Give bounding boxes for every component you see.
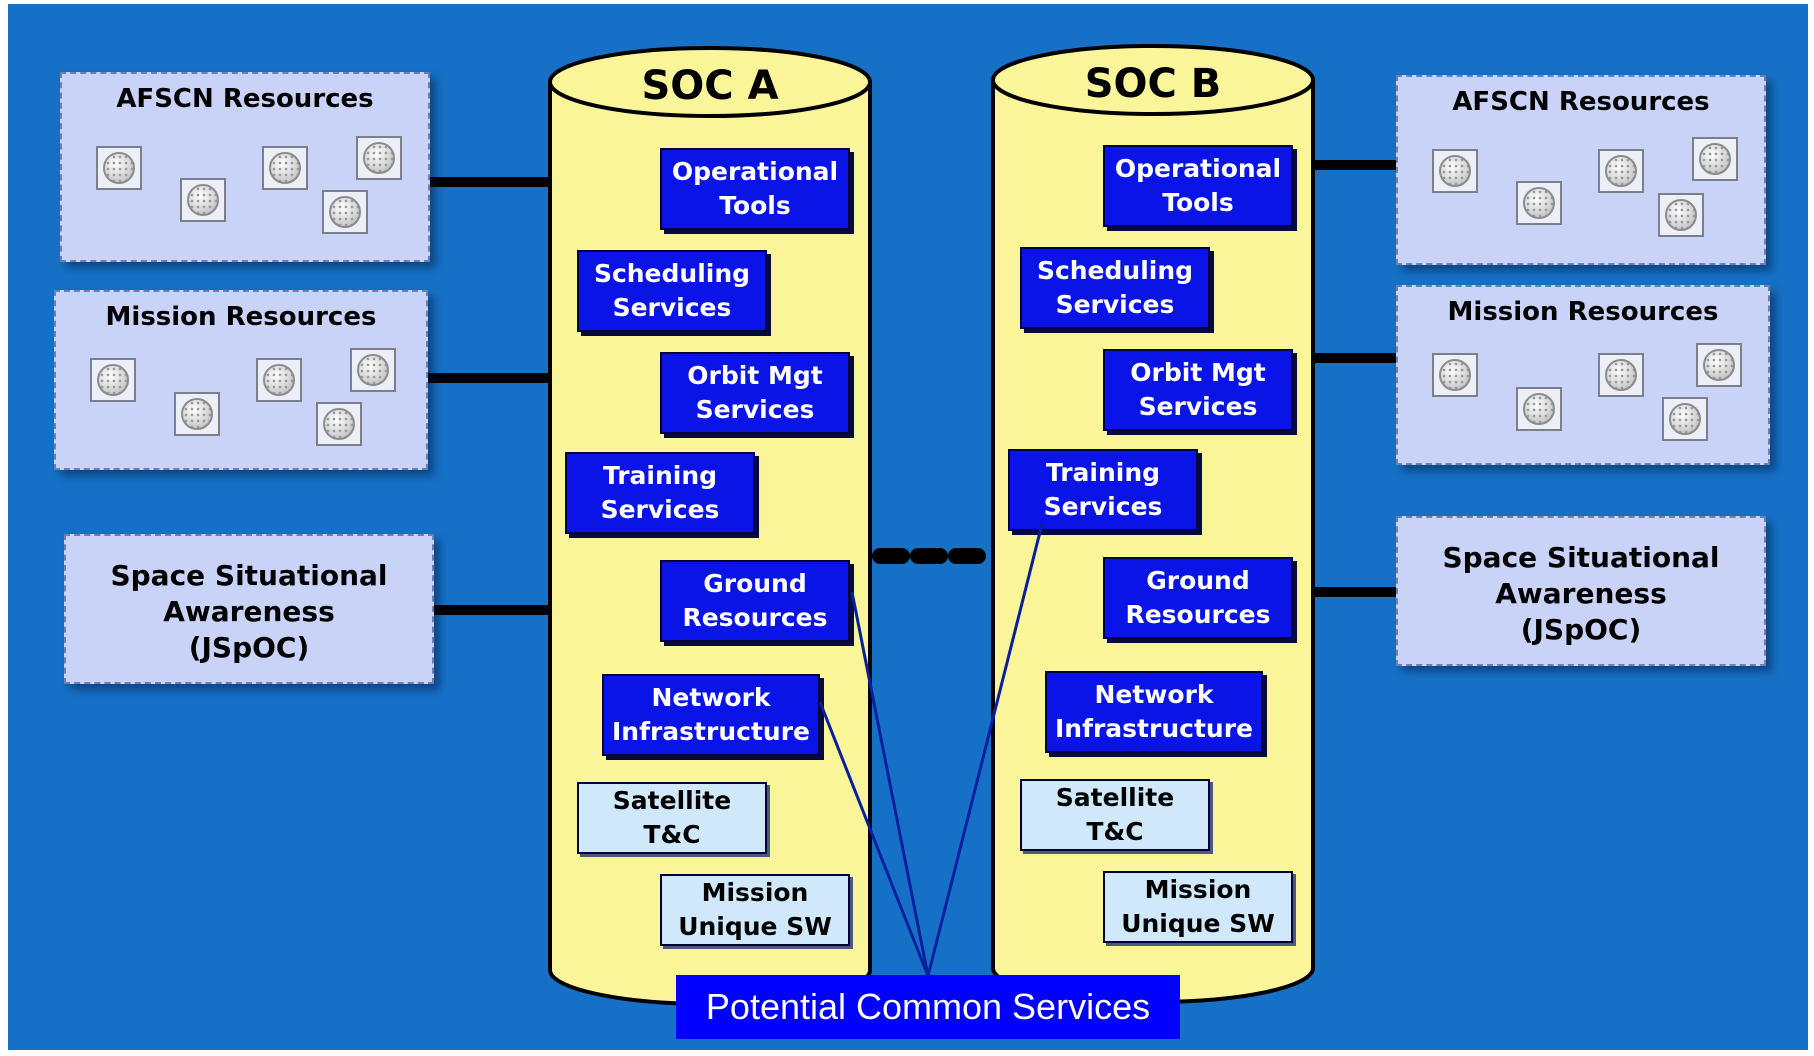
soc-b-title: SOC B — [1085, 61, 1222, 107]
soc-b-network-infrastructure-label: Network Infrastructure — [1055, 680, 1253, 743]
soc-a-network-infrastructure-label: Network Infrastructure — [612, 683, 810, 746]
soc-a-ground-resources: Ground Resources — [660, 560, 850, 642]
satellite-dish-icon — [1432, 353, 1478, 397]
ssa-right-line-3: (JSpOC) — [1520, 613, 1642, 646]
satellite-dish-icon — [1432, 149, 1478, 193]
satellite-dish-icon — [350, 348, 396, 392]
potential-common-services-label: Potential Common Services — [676, 975, 1180, 1039]
callout-training-services-b — [926, 523, 1044, 977]
soc-b-training-services: Training Services — [1008, 449, 1198, 531]
mission-resources-right-title: Mission Resources — [1447, 297, 1719, 327]
satellite-dish-icon — [180, 178, 226, 222]
soc-a-training-services: Training Services — [565, 452, 755, 534]
afscn-resources-left-title: AFSCN Resources — [116, 84, 374, 114]
satellite-dish-icon — [1598, 149, 1644, 193]
afscn-resources-right-title: AFSCN Resources — [1452, 87, 1710, 117]
satellite-dish-icon — [322, 190, 368, 234]
soc-b-ground-resources: Ground Resources — [1103, 557, 1293, 639]
satellite-dish-icon — [96, 146, 142, 190]
satellite-dish-icon — [174, 392, 220, 436]
soc-b-ground-resources-label: Ground Resources — [1125, 566, 1271, 629]
ssa-right-line-2: Awareness — [1495, 577, 1667, 610]
soc-a-network-infrastructure: Network Infrastructure — [602, 674, 820, 756]
ssa-left: Space Situational Awareness (JSpOC) — [64, 534, 434, 684]
satellite-dish-icon — [262, 146, 308, 190]
soc-b-mission-unique-sw-label: Mission Unique SW — [1121, 875, 1275, 938]
ssa-left-line-2: Awareness — [163, 595, 335, 628]
satellite-dish-icon — [1658, 193, 1704, 237]
soc-b-mission-unique-sw: Mission Unique SW — [1103, 871, 1293, 943]
soc-a-title: SOC A — [641, 63, 778, 109]
callout-ground-resources-a — [850, 591, 930, 977]
soc-a-ground-resources-label: Ground Resources — [682, 569, 828, 632]
soc-a-mission-unique-sw-label: Mission Unique SW — [678, 878, 832, 941]
soc-b-operational-tools-label: Operational Tools — [1114, 154, 1282, 217]
mission-resources-right: Mission Resources — [1396, 285, 1770, 465]
mission-resources-left-title: Mission Resources — [105, 302, 377, 332]
soc-b-operational-tools: Operational Tools — [1103, 145, 1293, 227]
ssa-left-line-1: Space Situational — [110, 559, 388, 592]
soc-a-operational-tools: Operational Tools — [660, 148, 850, 230]
soc-a-satellite-tc: Satellite T&C — [577, 782, 767, 854]
soc-b-orbit-mgt-services: Orbit Mgt Services — [1103, 349, 1293, 431]
ssa-left-line-3: (JSpOC) — [188, 631, 310, 664]
soc-a-orbit-mgt-services-label: Orbit Mgt Services — [687, 361, 823, 424]
satellite-dish-icon — [1598, 353, 1644, 397]
soc-a-training-services-label: Training Services — [600, 461, 720, 524]
soc-b-orbit-mgt-services-label: Orbit Mgt Services — [1130, 358, 1266, 421]
satellite-dish-icon — [1516, 181, 1562, 225]
soc-a-scheduling-services-label: Scheduling Services — [593, 259, 751, 322]
ssa-left-text: Space Situational Awareness (JSpOC) — [66, 558, 432, 666]
ssa-right-text: Space Situational Awareness (JSpOC) — [1398, 540, 1764, 648]
soc-b-satellite-tc-label: Satellite T&C — [1055, 783, 1175, 846]
soc-b-network-infrastructure: Network Infrastructure — [1045, 671, 1263, 753]
satellite-dish-icon — [1662, 397, 1708, 441]
satellite-dish-icon — [90, 358, 136, 402]
connector-lines — [428, 160, 1396, 615]
satellite-dish-icon — [316, 402, 362, 446]
satellite-dish-icon — [256, 358, 302, 402]
soc-b-scheduling-services: Scheduling Services — [1020, 247, 1210, 329]
satellite-dish-icon — [1516, 387, 1562, 431]
satellite-dish-icon — [1692, 137, 1738, 181]
soc-a-orbit-mgt-services: Orbit Mgt Services — [660, 352, 850, 434]
afscn-resources-right: AFSCN Resources — [1396, 75, 1766, 265]
ssa-right: Space Situational Awareness (JSpOC) — [1396, 516, 1766, 666]
mission-resources-left: Mission Resources — [54, 290, 428, 470]
satellite-dish-icon — [1696, 343, 1742, 387]
soc-a-satellite-tc-label: Satellite T&C — [612, 786, 732, 849]
soc-a-mission-unique-sw: Mission Unique SW — [660, 874, 850, 946]
satellite-dish-icon — [356, 136, 402, 180]
soc-a-operational-tools-label: Operational Tools — [671, 157, 839, 220]
ssa-right-line-1: Space Situational — [1442, 541, 1720, 574]
soc-b-satellite-tc: Satellite T&C — [1020, 779, 1210, 851]
soc-b-scheduling-services-label: Scheduling Services — [1036, 256, 1194, 319]
soc-a-scheduling-services: Scheduling Services — [577, 250, 767, 332]
soc-b-training-services-label: Training Services — [1043, 458, 1163, 521]
afscn-resources-left: AFSCN Resources — [60, 72, 430, 262]
callout-network-infrastructure-a — [818, 701, 930, 977]
